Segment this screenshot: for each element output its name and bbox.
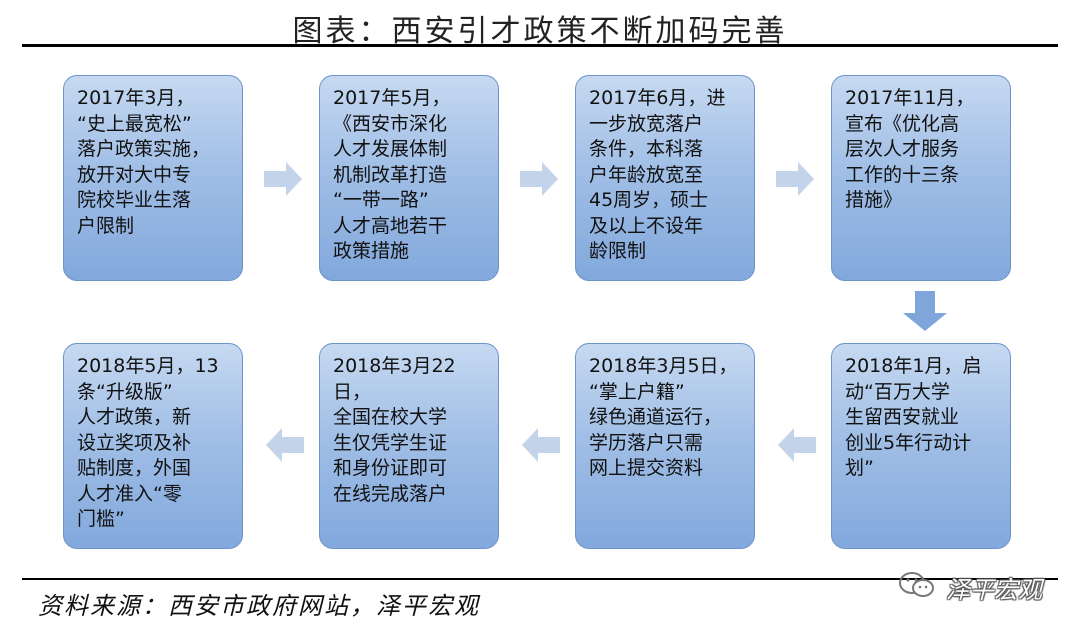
bottom-rule: [22, 578, 1058, 580]
arrow-right-icon: [520, 162, 558, 196]
timeline-box-2018-05: 2018年5月，13 条“升级版” 人才政策，新 设立奖项及补 贴制度，外国 人…: [63, 343, 243, 549]
timeline-box-2018-03-05: 2018年3月5日， “掌上户籍” 绿色通道运行， 学历落户只需 网上提交资料: [575, 343, 755, 549]
watermark: 泽平宏观: [946, 576, 1042, 604]
timeline-box-2017-05: 2017年5月， 《西安市深化 人才发展体制 机制改革打造 “一带一路” 人才高…: [319, 75, 499, 281]
timeline-box-2017-11: 2017年11月， 宣布《优化高 层次人才服务 工作的十三条 措施》: [831, 75, 1011, 281]
timeline-box-2017-06: 2017年6月，进 一步放宽落户 条件，本科落 户年龄放宽至 45周岁，硕士 及…: [575, 75, 755, 281]
arrow-down-icon: [903, 291, 947, 331]
timeline-box-2018-01: 2018年1月，启 动“百万大学 生留西安就业 创业5年行动计 划”: [831, 343, 1011, 549]
timeline-box-2017-03: 2017年3月， “史上最宽松” 落户政策实施， 放开对大中专 院校毕业生落 户…: [63, 75, 243, 281]
timeline-box-2018-03-22: 2018年3月22日， 全国在校大学 生仅凭学生证 和身份证即可 在线完成落户: [319, 343, 499, 549]
wechat-icon: [899, 572, 934, 597]
top-rule: [22, 44, 1058, 47]
page-title: 图表：西安引才政策不断加码完善: [292, 14, 788, 49]
source-note: 资料来源：西安市政府网站，泽平宏观: [38, 592, 480, 620]
arrow-left-icon: [522, 428, 560, 462]
arrow-right-icon: [776, 162, 814, 196]
arrow-right-icon: [264, 162, 302, 196]
arrow-left-icon: [778, 428, 816, 462]
arrow-left-icon: [266, 428, 304, 462]
